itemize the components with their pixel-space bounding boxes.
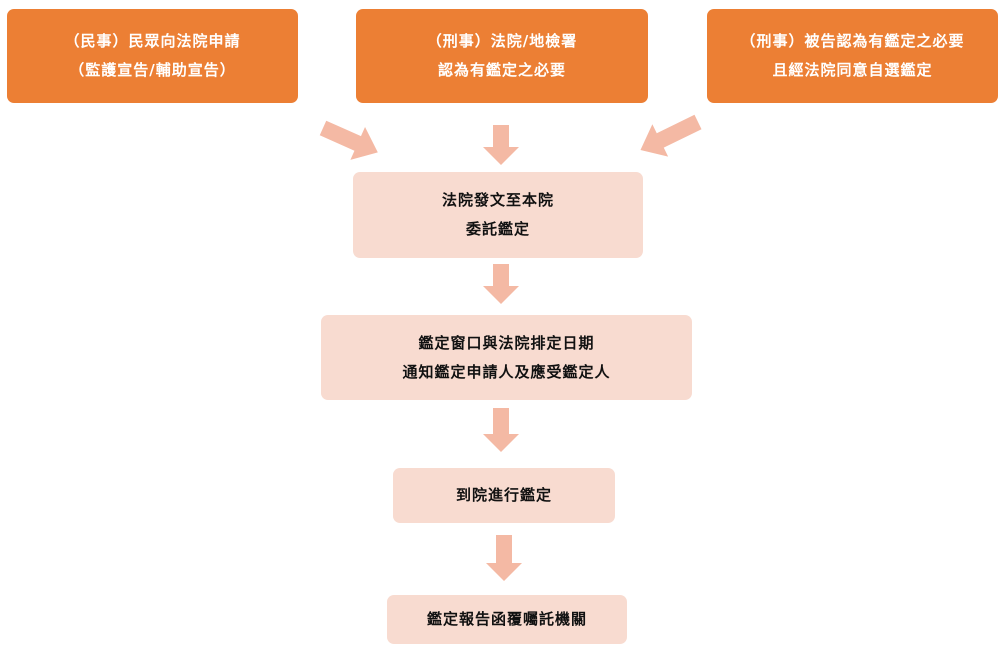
- arrow-left-to-step-1: [319, 120, 378, 160]
- source-civil-line-2: （監護宣告/輔助宣告）: [69, 61, 236, 79]
- source-criminal-defendant: （刑事）被告認為有鑑定之必要 且經法院同意自選鑑定: [707, 9, 998, 103]
- step-schedule-notify: 鑑定窗口與法院排定日期 通知鑑定申請人及應受鑑定人: [321, 315, 692, 400]
- step-2-line-1: 鑑定窗口與法院排定日期: [418, 333, 595, 352]
- step-1-line-1: 法院發文至本院: [441, 191, 554, 209]
- step-3-line-1: 到院進行鑑定: [455, 486, 552, 504]
- step-2-line-2: 通知鑑定申請人及應受鑑定人: [402, 362, 611, 381]
- source-civil-line-1: （民事）民眾向法院申請: [64, 32, 241, 50]
- arrow-right-to-step-1: [640, 114, 702, 157]
- arrow-step-2-to-step-3: [483, 408, 519, 452]
- step-1-line-2: 委託鑑定: [465, 220, 530, 238]
- source-criminal-court-line-1: （刑事）法院/地檢署: [426, 32, 578, 50]
- source-criminal-court: （刑事）法院/地檢署 認為有鑑定之必要: [356, 9, 648, 103]
- step-report-reply: 鑑定報告函覆囑託機關: [387, 595, 627, 644]
- arrow-step-1-to-step-2: [483, 264, 519, 304]
- arrow-mid-to-step-1: [483, 125, 519, 165]
- source-criminal-defendant-line-1: （刑事）被告認為有鑑定之必要: [740, 32, 965, 50]
- step-4-line-1: 鑑定報告函覆囑託機關: [426, 610, 587, 628]
- source-civil-application: （民事）民眾向法院申請 （監護宣告/輔助宣告）: [7, 9, 298, 103]
- arrow-step-3-to-step-4: [486, 535, 522, 581]
- source-criminal-court-line-2: 認為有鑑定之必要: [437, 61, 566, 79]
- step-court-commission: 法院發文至本院 委託鑑定: [353, 172, 643, 258]
- source-criminal-defendant-line-2: 且經法院同意自選鑑定: [772, 61, 933, 79]
- step-hospital-assessment: 到院進行鑑定: [393, 468, 615, 523]
